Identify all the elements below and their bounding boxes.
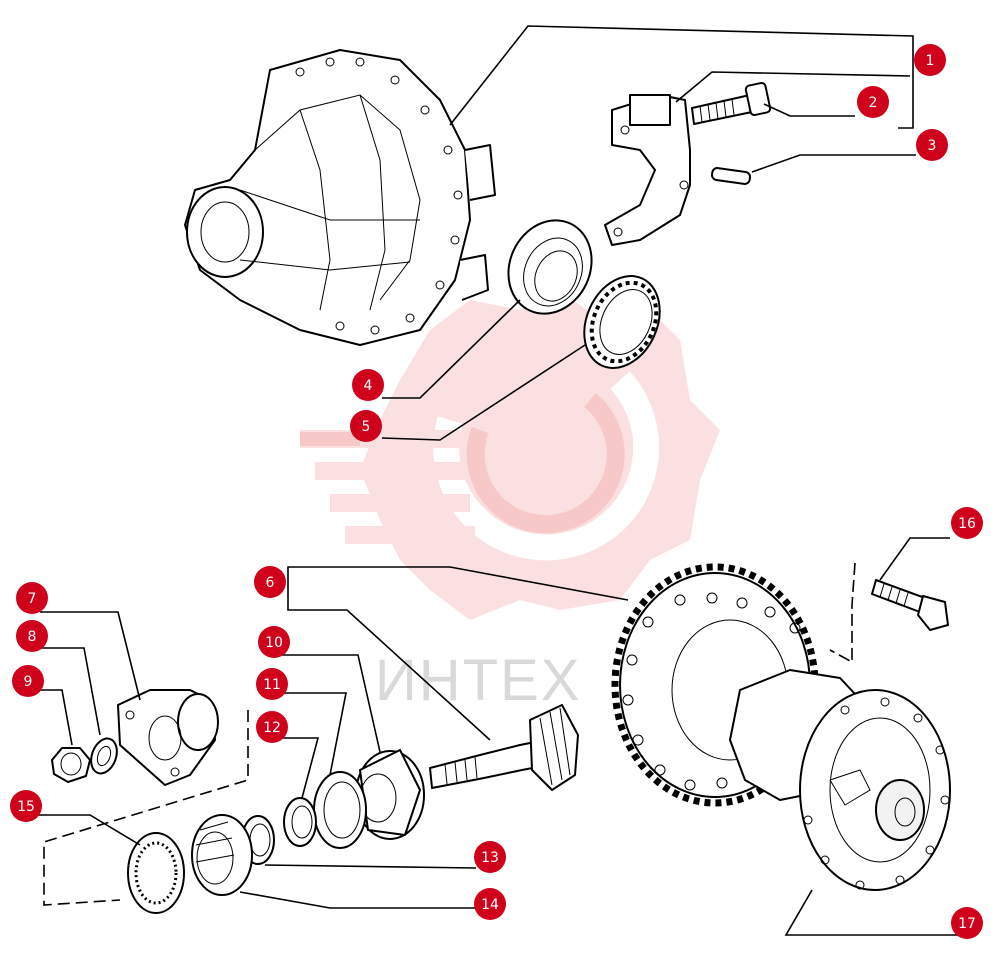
watermark-logo [300,290,720,620]
bearing-race-11 [313,771,367,849]
svg-text:15: 15 [17,799,35,815]
svg-text:4: 4 [364,378,373,394]
svg-text:9: 9 [24,674,33,690]
callout-5: 5 [350,410,382,442]
bearing-14 [191,814,253,896]
svg-text:3: 3 [928,138,937,154]
callout-13: 13 [474,841,506,873]
bearing-10 [355,749,425,840]
svg-text:13: 13 [481,850,499,866]
callout-11: 11 [256,668,288,700]
svg-text:6: 6 [266,575,275,591]
adjusting-ring-5 [583,275,661,369]
washer-8 [90,737,118,775]
callout-6: 6 [254,566,286,598]
pin-3 [710,167,752,185]
oil-seal-15 [127,832,185,914]
callout-1: 1 [914,44,946,76]
callout-17: 17 [951,907,983,939]
svg-text:1: 1 [926,53,935,69]
callout-8: 8 [16,620,48,652]
bearing-4 [507,219,593,315]
svg-text:14: 14 [481,897,499,913]
callout-16: 16 [951,507,983,539]
callout-12: 12 [256,711,288,743]
callout-3: 3 [916,129,948,161]
svg-text:5: 5 [362,419,371,435]
bolt-16 [871,579,949,631]
callout-15: 15 [10,790,42,822]
svg-text:8: 8 [28,629,37,645]
nut-9 [51,747,91,783]
drive-pinion-6 [429,704,579,791]
callout-14: 14 [474,888,506,920]
svg-text:10: 10 [265,635,283,651]
svg-text:11: 11 [263,677,281,693]
svg-text:17: 17 [958,916,976,932]
companion-flange-7 [117,689,219,786]
svg-text:16: 16 [958,516,976,532]
callout-10: 10 [258,626,290,658]
differential-case-17 [729,669,951,891]
svg-text:2: 2 [869,95,878,111]
spacer-12 [283,797,317,847]
leader-lines [30,25,960,936]
svg-text:12: 12 [263,720,281,736]
watermark-text: ИНТЕХ [375,648,581,713]
differential-housing [184,49,496,346]
bearing-cap [604,94,691,246]
callout-9: 9 [12,665,44,697]
svg-text:7: 7 [28,591,37,607]
callout-7: 7 [16,582,48,614]
callout-2: 2 [857,86,889,118]
bolt-2 [691,81,772,125]
callout-4: 4 [352,369,384,401]
